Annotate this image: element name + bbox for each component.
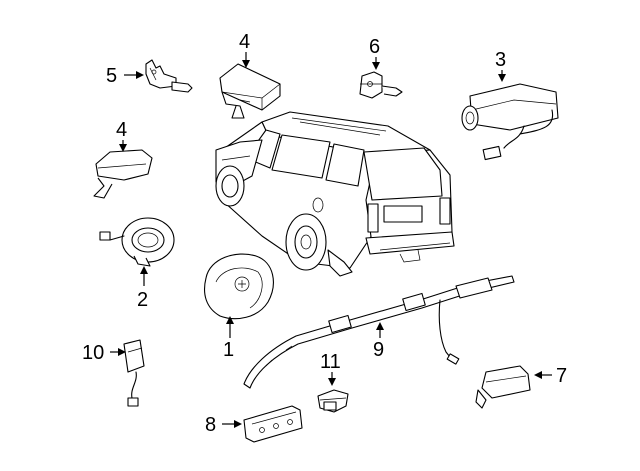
part-2-clock-spring xyxy=(99,217,175,267)
callout-numbers: 4 5 6 3 4 2 1 9 10 11 7 8 xyxy=(82,31,567,436)
part-6-impact-sensor xyxy=(359,71,403,99)
callout-8: 8 xyxy=(205,414,216,436)
front-wheel xyxy=(215,165,245,207)
part-8-knee-bracket xyxy=(243,405,303,443)
part-9-curtain-airbag xyxy=(243,275,515,389)
leader-lines xyxy=(110,52,552,428)
part-11-connector xyxy=(317,389,349,413)
callout-2: 2 xyxy=(137,289,148,311)
callout-11: 11 xyxy=(320,351,341,373)
part-1-driver-airbag xyxy=(203,253,274,320)
callout-1: 1 xyxy=(223,339,234,361)
callout-10: 10 xyxy=(82,342,104,364)
callout-5: 5 xyxy=(106,65,117,87)
part-7-sensor-bracket xyxy=(475,365,531,409)
rear-wheel xyxy=(285,213,327,271)
callout-6: 6 xyxy=(369,36,380,58)
callout-7: 7 xyxy=(556,365,567,387)
callout-3: 3 xyxy=(495,49,506,71)
callout-4-left: 4 xyxy=(116,119,127,141)
callout-4-top: 4 xyxy=(239,31,250,53)
part-3-passenger-airbag xyxy=(461,83,559,161)
callout-9: 9 xyxy=(373,339,384,361)
part-4-side-module xyxy=(93,149,153,199)
part-4-control-module-top xyxy=(219,63,281,119)
vehicle-illustration xyxy=(215,111,455,277)
part-10-side-sensor xyxy=(123,339,145,407)
part-5-sensor-bracket xyxy=(145,59,193,93)
